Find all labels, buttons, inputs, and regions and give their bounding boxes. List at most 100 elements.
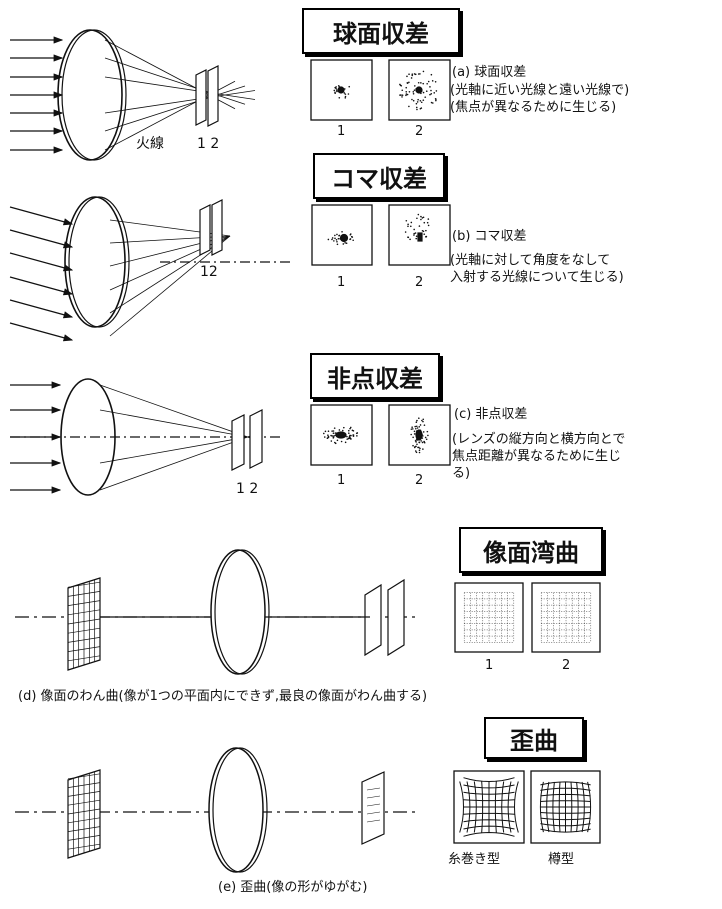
blur-dot bbox=[408, 105, 410, 108]
desc-a-2: (焦点が異なるために生じる) bbox=[450, 100, 617, 115]
blur-dot bbox=[404, 231, 407, 233]
grid-line bbox=[67, 782, 101, 788]
blur-dot bbox=[415, 106, 418, 109]
grid-line bbox=[67, 835, 101, 841]
blur-dot bbox=[421, 419, 423, 422]
blur-dot bbox=[332, 437, 335, 439]
desc-c-3: る) bbox=[452, 466, 471, 481]
blur-dot bbox=[417, 73, 420, 75]
caption-a: (a) 球面収差 bbox=[452, 65, 527, 80]
blur-dot bbox=[427, 80, 430, 83]
grid-line bbox=[67, 843, 101, 850]
blur-dot bbox=[410, 221, 413, 224]
image-grid-line bbox=[366, 787, 381, 791]
grid-line bbox=[67, 773, 101, 780]
image-plane bbox=[249, 409, 263, 469]
blur-dot bbox=[344, 97, 347, 99]
image-grid-line bbox=[463, 825, 515, 830]
blur-dot bbox=[348, 85, 351, 88]
blur-dot bbox=[422, 420, 424, 423]
desc-b-2: 入射する光線について生じる) bbox=[450, 270, 624, 285]
blur-dot bbox=[333, 89, 336, 92]
blur-dot bbox=[408, 81, 410, 84]
coma-spot bbox=[339, 233, 349, 243]
blur-dot bbox=[348, 435, 351, 438]
blur-dot bbox=[333, 240, 335, 242]
blur-dot bbox=[415, 445, 417, 448]
refracted-ray bbox=[99, 433, 256, 491]
blur-dot bbox=[429, 86, 431, 88]
blur-dot bbox=[356, 435, 358, 437]
astig-spot bbox=[335, 431, 347, 439]
blur-dot bbox=[420, 107, 423, 109]
blur-dot bbox=[410, 225, 412, 228]
coma-lens-diagram bbox=[9, 196, 290, 342]
image-label-d2: 2 bbox=[562, 658, 571, 673]
blur-dot bbox=[335, 87, 337, 90]
blur-dot bbox=[414, 232, 417, 234]
blur-dot bbox=[414, 427, 417, 430]
blur-dot bbox=[349, 427, 351, 430]
blur-dot bbox=[431, 80, 434, 82]
blur-dot bbox=[414, 450, 417, 452]
blur-dot bbox=[414, 73, 417, 76]
desc-c-2: 焦点距離が異なるために生じ bbox=[452, 449, 622, 464]
blur-dot bbox=[348, 437, 350, 440]
grid-line bbox=[67, 591, 101, 597]
blur-dot bbox=[415, 235, 418, 238]
blur-dot bbox=[333, 435, 335, 437]
blur-dot bbox=[344, 93, 347, 95]
blur-dot bbox=[413, 446, 416, 449]
blur-dot bbox=[327, 238, 330, 241]
blur-dot bbox=[323, 436, 326, 438]
blur-dot bbox=[340, 440, 343, 443]
blur-dot bbox=[415, 237, 418, 240]
image-plane bbox=[231, 414, 245, 471]
caption-b: (b) コマ収差 bbox=[452, 229, 527, 244]
grid-line bbox=[67, 600, 101, 606]
blur-dot bbox=[416, 217, 418, 220]
blur-dot bbox=[421, 441, 424, 444]
blur-dot bbox=[424, 436, 427, 439]
image-grid-line bbox=[463, 812, 515, 815]
title-distortion: 歪曲 bbox=[484, 717, 584, 759]
blur-dot bbox=[334, 234, 336, 237]
blur-dot bbox=[420, 82, 422, 84]
blur-dot bbox=[352, 239, 354, 242]
image-grid-line bbox=[366, 803, 381, 807]
image-label-b1: 1 bbox=[337, 275, 346, 290]
image-grid-line bbox=[540, 812, 591, 814]
blur-dot bbox=[327, 430, 330, 433]
title-spherical-aberration: 球面収差 bbox=[302, 8, 460, 54]
blur-dot bbox=[430, 92, 433, 95]
blur-dot bbox=[413, 234, 415, 236]
blur-dot bbox=[334, 237, 336, 240]
blur-dot bbox=[399, 94, 401, 96]
incident-ray-arrow bbox=[9, 322, 74, 342]
refracted-ray bbox=[104, 90, 256, 114]
blur-dot bbox=[344, 95, 347, 98]
blur-dot bbox=[412, 436, 414, 439]
blur-dot bbox=[415, 421, 418, 424]
blur-dot bbox=[407, 236, 410, 239]
blur-dot bbox=[406, 75, 408, 78]
focus-spot bbox=[415, 86, 423, 94]
coma-spot bbox=[417, 232, 423, 242]
blur-dot bbox=[411, 74, 414, 77]
blur-dot bbox=[433, 92, 436, 94]
grid-line bbox=[67, 609, 101, 616]
blur-dot bbox=[422, 70, 425, 73]
blur-dot bbox=[344, 441, 347, 444]
image-grid-line bbox=[581, 781, 585, 833]
image-grid-line bbox=[540, 828, 591, 833]
blur-dot bbox=[427, 218, 430, 220]
blur-dot bbox=[322, 432, 325, 435]
blur-dot bbox=[427, 434, 429, 437]
blur-dot bbox=[346, 438, 349, 440]
image-grid-line bbox=[587, 781, 592, 833]
blur-dot bbox=[334, 432, 337, 434]
blur-dot bbox=[419, 424, 422, 426]
blur-dot bbox=[410, 77, 413, 79]
grid-line bbox=[67, 655, 101, 662]
